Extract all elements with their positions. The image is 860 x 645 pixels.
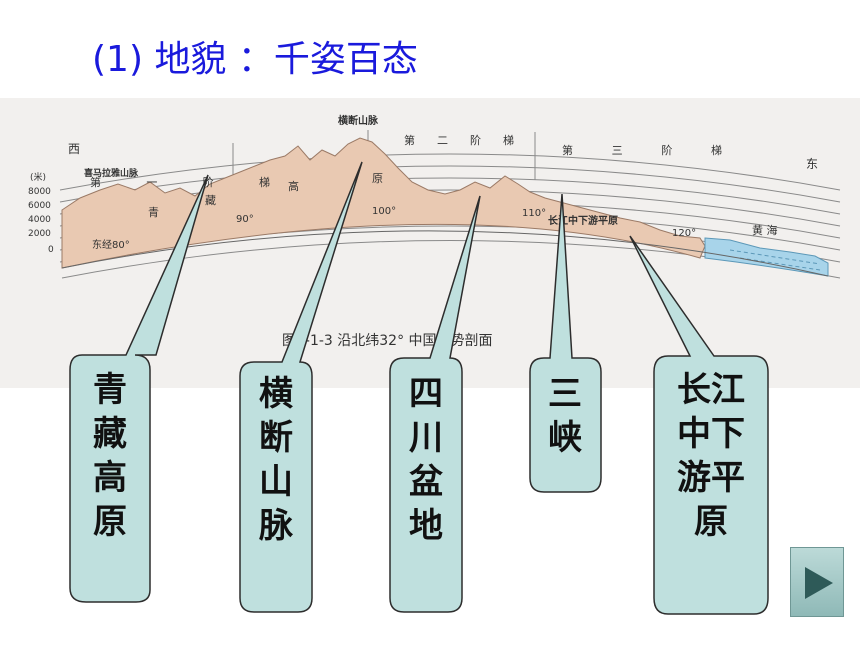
callout-three-gorges [529,193,602,493]
sea-waves [729,249,821,271]
callout-qinghai-tibet [69,174,209,603]
lon-label-90: 90° [236,214,254,225]
elev-tick-8000: 8000 [28,187,51,197]
hengduan-label: 横断山脉 [338,114,379,127]
callout-line: 峡 [548,418,582,458]
callout-hengduan [239,161,363,613]
callout-line: 三 [548,374,582,414]
callout-line: 游平 [677,458,745,498]
callout-three-gorges-text: 三 峡 [537,372,593,460]
callout-qinghai-tibet-text: 青 藏 高 原 [82,368,138,544]
slide-title: (1) 地貌 ：千姿百态 [92,39,418,80]
callout-line: 横 [259,374,293,414]
callout-sichuan-basin [389,195,481,613]
callout-line: 原 [93,502,127,542]
callout-line: 断 [259,418,293,458]
callout-line: 地 [409,506,443,546]
callout-line: 长江 [677,370,745,410]
callout-line: 山 [259,462,293,502]
callout-line: 藏 [93,414,127,454]
plain-label: 长江中下游平原 [548,214,618,227]
elev-tick-2000: 2000 [28,229,51,239]
terrain-profile-svg: 西 东 喜马拉雅山脉 横断山脉 (米) 8000 6000 4000 2000 … [28,114,841,349]
elev-tick-0: 0 [48,245,54,255]
sea-level-line [61,230,829,277]
callout-line: 原 [694,502,728,542]
dir-west: 西 [68,142,80,156]
callout-line: 盆 [409,462,443,502]
callout-yangtze-plain [629,235,769,615]
dir-east: 东 [806,157,818,171]
elev-tick-4000: 4000 [28,215,51,225]
plateau-char-4: 原 [372,172,383,185]
next-slide-button[interactable] [790,547,844,617]
callout-line: 脉 [259,506,293,546]
callout-sichuan-basin-text: 四 川 盆 地 [398,372,454,548]
terrain-area [61,137,706,269]
elev-tick-6000: 6000 [28,201,51,211]
plateau-char-3: 高 [288,179,299,193]
callout-yangtze-plain-text: 长江 中下 游平 原 [662,368,760,544]
lon-label-100: 100° [372,206,396,217]
callout-line: 青 [93,370,127,410]
callout-line: 四 [409,374,443,414]
sea-label: 黄 海 [752,223,778,237]
unit-label: (米) [30,171,46,183]
lon-label-110: 110° [522,208,546,219]
callout-line: 中下 [677,414,745,454]
callout-line: 高 [93,458,127,498]
plateau-char-2: 藏 [205,194,216,207]
himalaya-label: 喜马拉雅山脉 [84,167,139,179]
callout-hengduan-text: 横 断 山 脉 [248,372,304,548]
lon-label-80: 东经80° [92,238,130,251]
play-triangle-icon [805,567,833,599]
callout-line: 川 [409,418,443,458]
plateau-char-1: 青 [148,206,159,219]
lon-label-120: 120° [672,228,696,239]
